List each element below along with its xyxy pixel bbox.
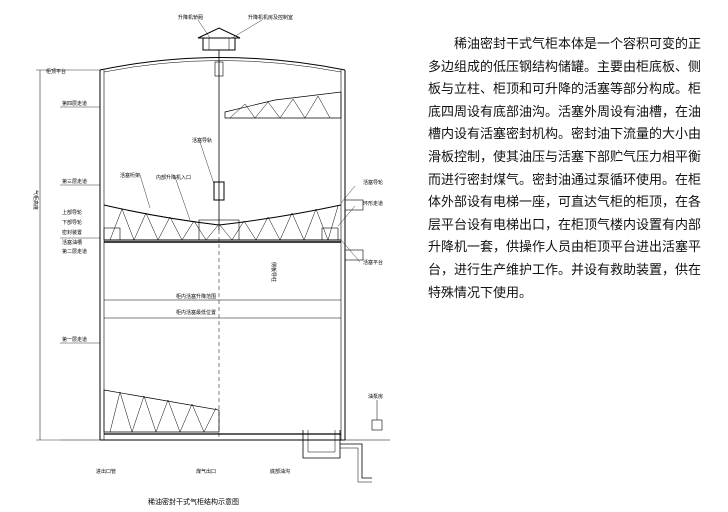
desc-line: 升降机一套，供操作人员由柜顶平台进出活塞平 <box>428 240 702 256</box>
label-bottom-oil-sump: 底部油沟 <box>270 468 290 475</box>
piston-centre-block <box>198 219 240 241</box>
right-platform-upper <box>344 199 364 211</box>
label-lower-guide-wheel: 下部导轮 <box>62 219 82 226</box>
upper-truss-right <box>224 91 342 119</box>
desc-line: 层平台设有电梯出口，在柜顶气楼内设置有内部 <box>428 217 702 233</box>
piston-truss-diagonals <box>109 205 339 241</box>
label-gas-outlet: 煤气出口 <box>196 468 216 475</box>
pump-house <box>371 419 383 431</box>
label-mid-floor: 柜内活塞升降范围 <box>176 293 216 300</box>
desc-line: 台，进行生产维护工作。并设有救助装置，供在 <box>428 262 702 278</box>
desc-line: 板与立柱、柜顶和可升降的活塞等部分构成。柜 <box>428 82 702 98</box>
desc-line: 滑板控制，使其油压与活塞下部贮气压力相平衡 <box>428 149 702 165</box>
desc-line: 底四周设有底部油沟。活塞外周设有油槽，在油 <box>428 104 702 120</box>
right-seal-box <box>321 227 339 241</box>
label-ring-gallery: 环形走道 <box>363 200 383 207</box>
left-seal-box <box>103 227 121 241</box>
label-gallery-2: 第二层走道 <box>62 248 87 255</box>
upper-lift-car <box>214 61 224 77</box>
label-piston-oil-tank: 活塞油槽 <box>62 239 82 246</box>
desc-line: 而进行密封煤气。密封油通过泵循环使用。在柜 <box>428 172 702 188</box>
right-platform-lower <box>344 249 364 261</box>
desc-line: 多边组成的低压钢结构储罐。主要由柜底板、侧 <box>428 59 702 75</box>
description-text: 稀油密封干式气柜本体是一个容积可变的正 多边组成的低压钢结构储罐。主要由柜底板、… <box>428 34 720 305</box>
desc-line: 体外部设有电梯一座，可直达气柜的柜顶，在各 <box>428 195 702 211</box>
roof-lantern-cap <box>197 27 241 39</box>
label-mid-floor-2: 柜内活塞最低位置 <box>176 309 216 316</box>
label-oil-pump: 油泵房 <box>368 393 383 400</box>
label-gallery-4: 第四层走道 <box>62 100 87 107</box>
label-inner-elevator-entry: 内部升降机入口 <box>156 174 191 181</box>
label-gallery-1: 第一层走道 <box>62 336 87 343</box>
label-lift-machine-room: 升降机机房及控制室 <box>248 14 293 21</box>
roof-lantern <box>202 37 236 51</box>
label-top-platform: 柜顶平台 <box>46 68 66 75</box>
label-piston-truss: 活塞桁架 <box>120 172 140 179</box>
upper-truss-right-diag <box>229 95 331 119</box>
piston-truss-top <box>103 204 342 226</box>
label-seal-device: 密封装置 <box>62 229 82 236</box>
desc-line: 稀油密封干式气柜本体是一个容积可变的正 <box>428 37 702 52</box>
oil-sump-inner <box>307 430 336 453</box>
bottom-truss <box>103 389 220 433</box>
desc-line: 槽内设有活塞密封机构。密封油下流量的大小由 <box>428 127 702 143</box>
label-side-guide: 侧板导柱 <box>270 262 277 282</box>
label-piston-platform: 活塞平台 <box>363 259 383 266</box>
bottom-truss-diag <box>109 391 217 433</box>
outlet-pipe <box>340 443 372 479</box>
label-top-guide-wheel: 上部导轮 <box>62 209 82 216</box>
desc-line: 特殊情况下使用。 <box>428 285 533 301</box>
outlet-pipe-inner <box>340 447 372 483</box>
label-piston-guide: 活塞导轮 <box>363 179 383 186</box>
label-lift-car: 升降机轿厢 <box>178 14 203 21</box>
label-gallery-3: 第三层走道 <box>62 178 87 185</box>
gasholder-structure-diagram: 升降机轿厢 升降机机房及控制室 柜顶平台 第四层走道 活塞导轨 第三层走道 活塞… <box>32 14 390 506</box>
label-height: 气柜高度 <box>32 190 39 210</box>
lift-car <box>213 181 225 201</box>
label-inlet-pipe: 进出口管 <box>96 468 116 475</box>
roof-dome <box>99 57 346 71</box>
roof-dome-inner <box>103 60 342 73</box>
label-guide-rail: 活塞导轨 <box>192 137 212 144</box>
diagram-caption: 稀油密封干式气柜结构示意图 <box>148 497 239 506</box>
